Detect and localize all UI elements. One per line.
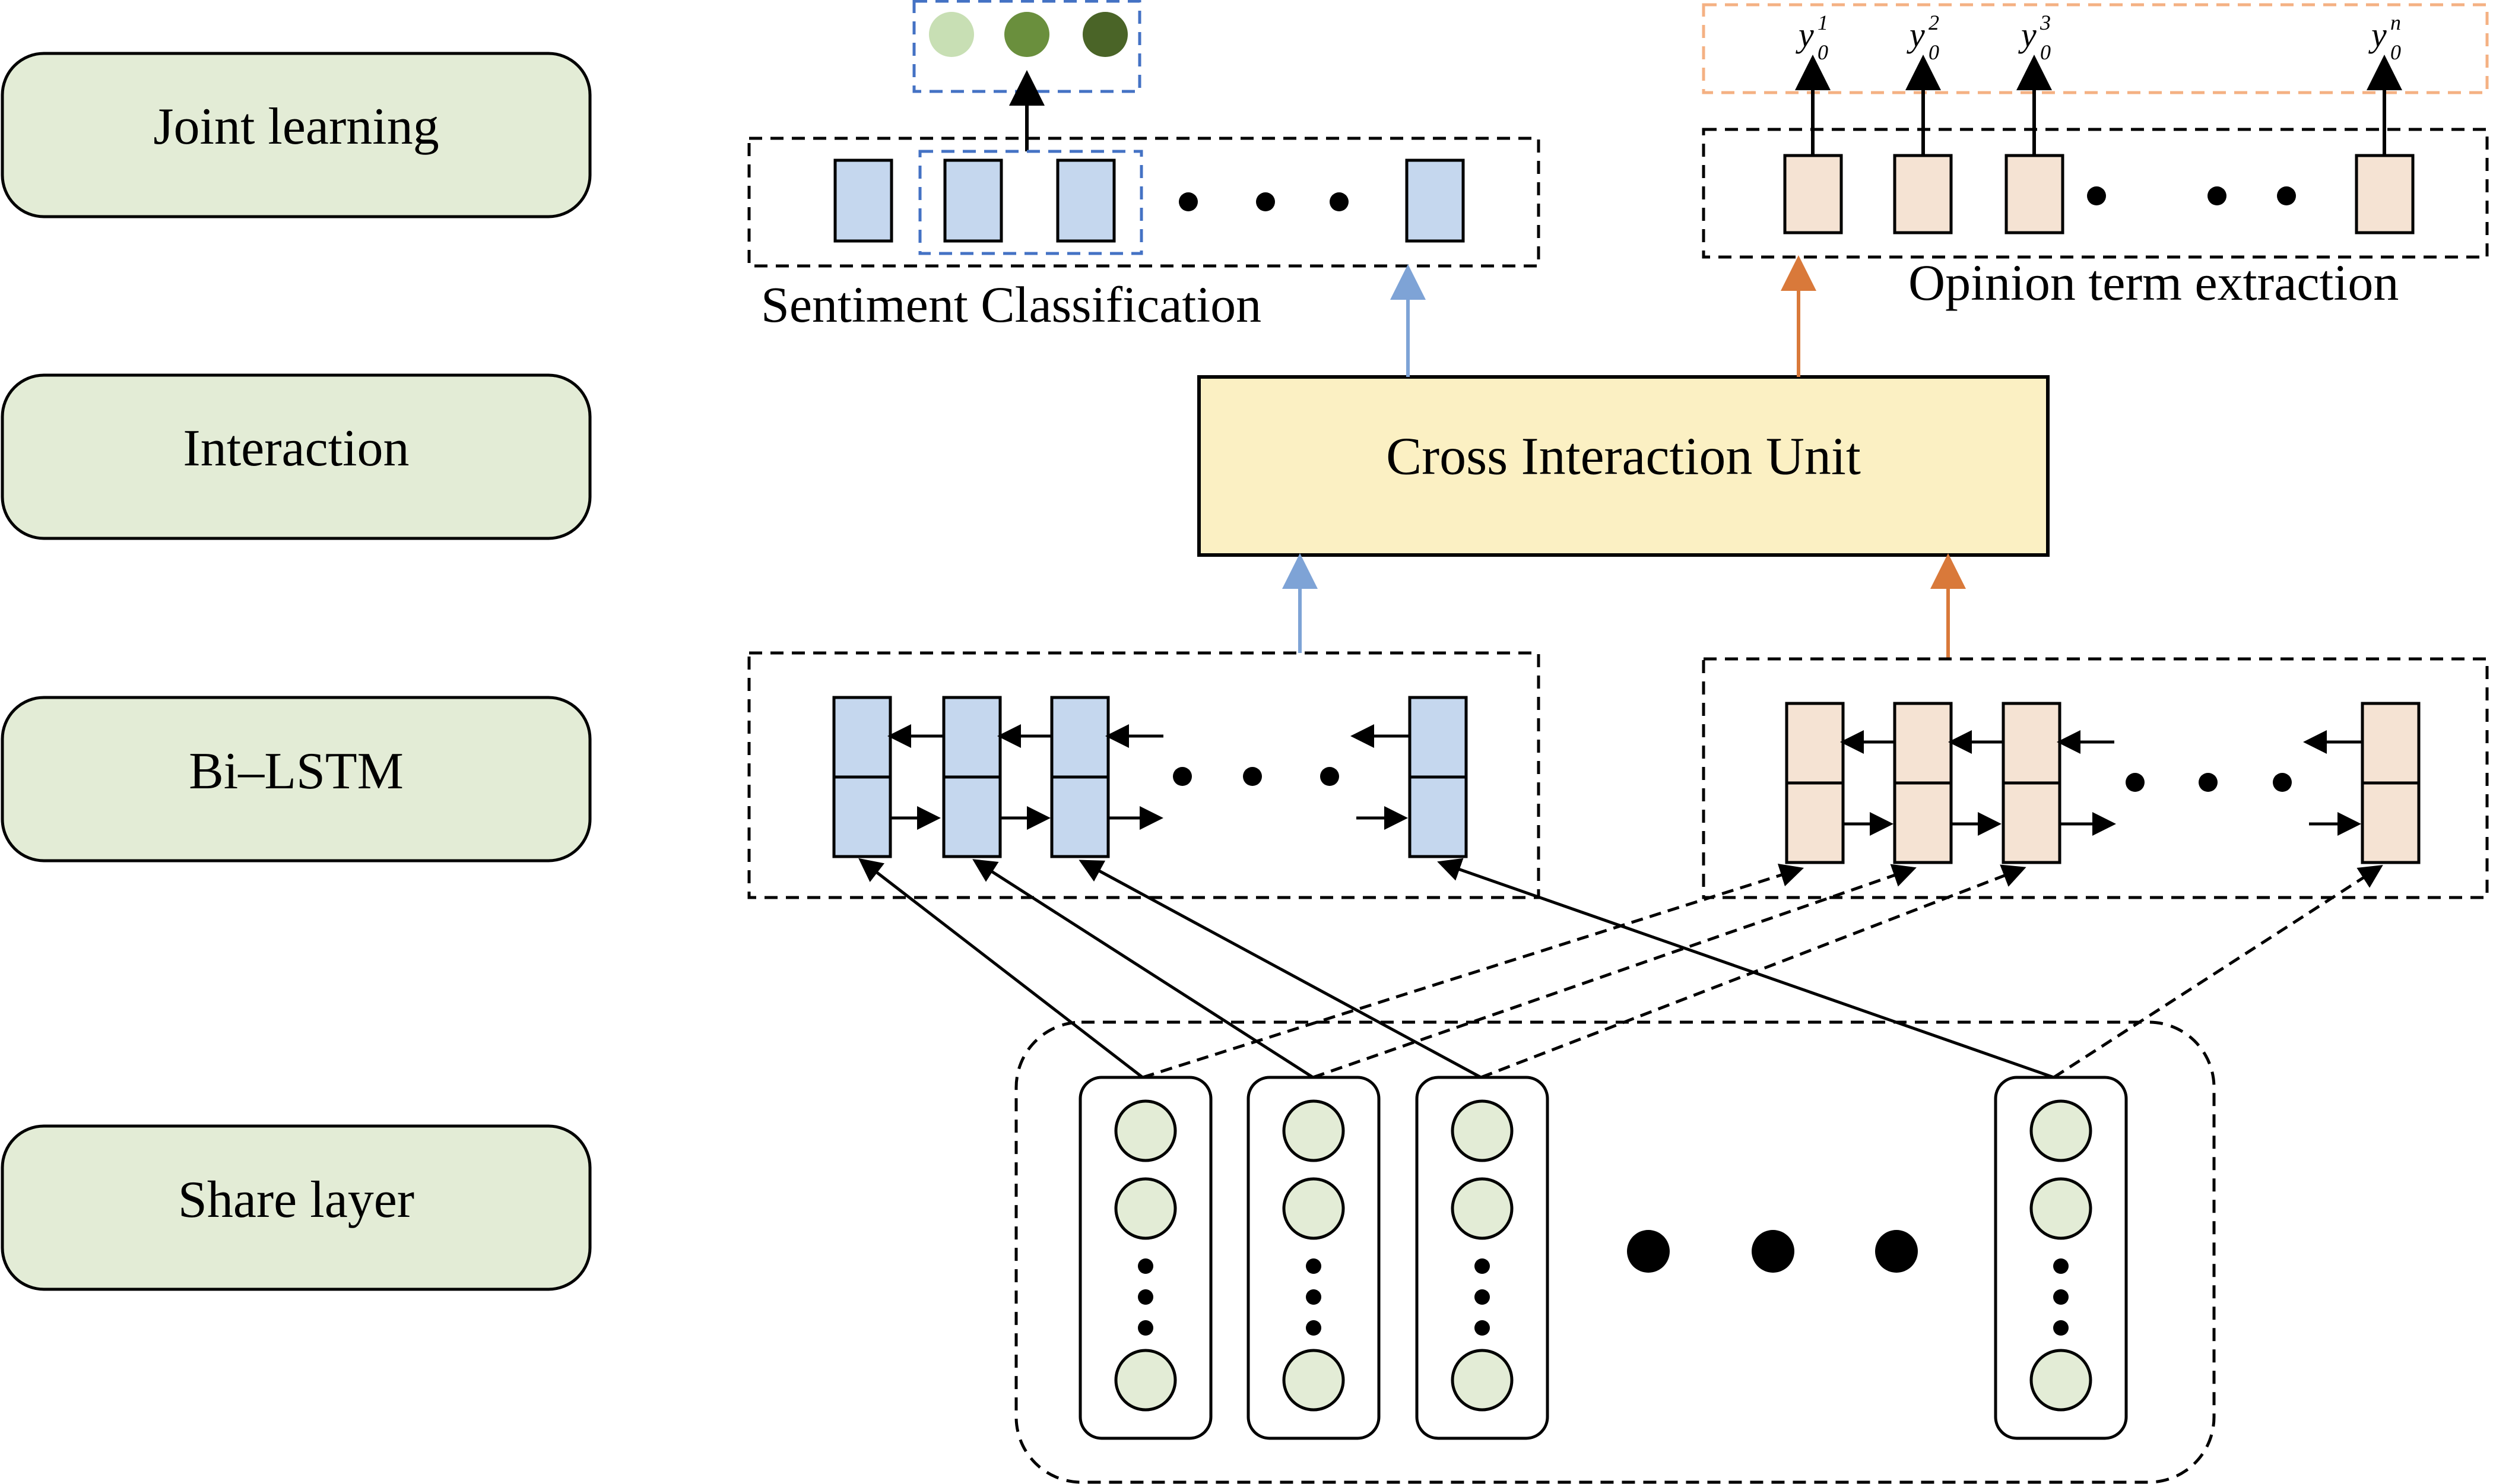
bilstm-sentiment-box: [747, 651, 1540, 899]
output-node-dark: [1083, 12, 1128, 57]
svg-text:1: 1: [1818, 11, 1828, 34]
svg-text:3: 3: [2040, 11, 2051, 34]
bilstm-opinion-cell: [2361, 702, 2421, 864]
bilstm-sentiment-cell: [942, 696, 1002, 858]
bilstm-opinion-cell: [1893, 702, 1953, 864]
opinion-cells-box: [1702, 128, 2489, 259]
ellipsis-dot: [2087, 186, 2106, 205]
opinion-output-y1: y 1 0: [1796, 11, 1828, 64]
sentiment-cell: [1405, 158, 1465, 243]
svg-text:0: 0: [1818, 40, 1828, 64]
opinion-cell: [2004, 154, 2064, 234]
svg-text:0: 0: [2390, 40, 2401, 64]
svg-text:y: y: [1796, 15, 1814, 54]
bilstm-sentiment-cell: [1408, 696, 1468, 858]
ellipsis-dot: [1330, 192, 1349, 211]
opinion-term-extraction-label: Opinion term extraction: [1908, 254, 2399, 311]
ellipsis-dot: [1173, 767, 1192, 786]
opinion-output-y2: y 2 0: [1907, 11, 1939, 64]
share-column: [1246, 1076, 1381, 1440]
bilstm-sentiment-cell: [832, 696, 892, 858]
ellipsis-dot: [1256, 192, 1275, 211]
svg-text:2: 2: [1929, 11, 1939, 34]
ellipsis-dot: [2207, 186, 2226, 205]
ellipsis-dot: [2199, 773, 2218, 792]
opinion-output-arrows: [1795, 55, 2402, 156]
opinion-output-box: [1702, 3, 2489, 94]
share-to-opinion-connections: [1142, 863, 2383, 1079]
opinion-output-labels: y 1 0 y 2 0 y 3 0 y n 0: [1796, 11, 2401, 64]
bilstm-opinion-box: [1702, 657, 2489, 899]
stage-share-layer: Share layer: [1, 1124, 592, 1291]
svg-text:y: y: [1907, 15, 1925, 54]
svg-text:0: 0: [2040, 40, 2051, 64]
share-ellipsis: [1627, 1230, 1918, 1273]
ellipsis-dot: [2277, 186, 2296, 205]
stage-label-share-layer: Share layer: [178, 1171, 414, 1229]
output-node-light: [929, 12, 974, 57]
svg-text:n: n: [2390, 11, 2401, 34]
svg-text:y: y: [2018, 15, 2037, 54]
output-node-mid: [1004, 12, 1049, 57]
share-column: [1079, 1076, 1213, 1440]
stage-bi-lstm: Bi–LSTM: [1, 696, 592, 863]
bilstm-opinion-cell: [2002, 702, 2061, 864]
share-column: [1994, 1076, 2128, 1440]
cross-interaction-unit: Cross Interaction Unit: [1197, 375, 2050, 557]
stage-interaction: Interaction: [1, 373, 592, 540]
sentiment-cells-box: [747, 137, 1540, 268]
sentiment-cell: [833, 158, 893, 243]
bilstm-sentiment-cell: [1050, 696, 1110, 858]
bilstm-opinion-cell: [1785, 702, 1845, 864]
stage-label-joint-learning: Joint learning: [153, 98, 439, 156]
ellipsis-dot: [2273, 773, 2292, 792]
sentiment-cell: [1056, 158, 1116, 243]
share-layer-container: [1014, 1020, 2216, 1484]
ellipsis-dot: [1243, 767, 1262, 786]
share-column: [1415, 1076, 1549, 1440]
ellipsis-dot: [1179, 192, 1198, 211]
sentiment-classification-label: Sentiment Classification: [761, 276, 1261, 333]
ellipsis-dot: [1320, 767, 1339, 786]
cross-interaction-unit-label: Cross Interaction Unit: [1386, 427, 1861, 486]
stage-label-bi-lstm: Bi–LSTM: [189, 743, 404, 800]
ellipsis-dot: [2126, 773, 2145, 792]
stage-label-interaction: Interaction: [183, 420, 409, 477]
sentiment-output-box: [912, 0, 1141, 93]
stage-joint-learning: Joint learning: [1, 52, 592, 218]
svg-text:0: 0: [1929, 40, 1939, 64]
sentiment-cell: [943, 158, 1003, 243]
opinion-cell: [1783, 154, 1843, 234]
svg-text:y: y: [2368, 15, 2387, 54]
opinion-output-y3: y 3 0: [2018, 11, 2051, 64]
opinion-cell: [1893, 154, 1953, 234]
opinion-cell: [2355, 154, 2415, 234]
opinion-output-yn: y n 0: [2368, 11, 2401, 64]
